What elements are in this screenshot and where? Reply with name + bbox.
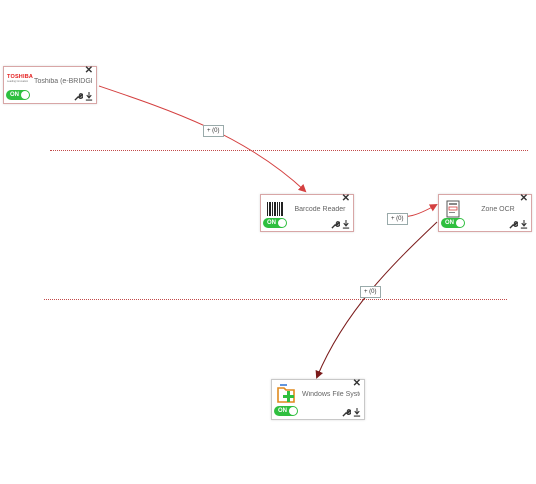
wrench-icon[interactable]: [342, 408, 351, 417]
edge-label-zone-windows[interactable]: + (0): [360, 286, 381, 298]
node-windows-file-system[interactable]: Windows File System ✕ ON: [271, 379, 365, 420]
toshiba-logo-text: TOSHIBA: [7, 74, 34, 80]
download-icon[interactable]: [342, 220, 350, 229]
stage-divider-2: [44, 299, 507, 300]
wrench-icon[interactable]: [509, 220, 518, 229]
on-toggle[interactable]: ON: [274, 406, 298, 416]
on-toggle[interactable]: ON: [263, 218, 287, 228]
node-toshiba-ebridge[interactable]: TOSHIBA Leading Innovation Toshiba (e-BR…: [3, 66, 97, 104]
download-icon[interactable]: [85, 92, 93, 101]
edge-label-source-barcode[interactable]: + (0): [203, 125, 224, 137]
toggle-label: ON: [10, 92, 19, 98]
download-icon[interactable]: [520, 220, 528, 229]
wrench-icon[interactable]: [331, 220, 340, 229]
edge-label-barcode-zone[interactable]: + (0): [387, 213, 408, 225]
wrench-icon[interactable]: [74, 92, 83, 101]
on-toggle[interactable]: ON: [441, 218, 465, 228]
toshiba-logo-subtext: Leading Innovation: [7, 80, 29, 83]
close-icon[interactable]: ✕: [84, 65, 93, 76]
stage-divider-1: [50, 150, 528, 151]
zone-ocr-icon: [446, 200, 460, 218]
on-toggle[interactable]: ON: [6, 90, 30, 100]
close-icon[interactable]: ✕: [352, 378, 361, 389]
close-icon[interactable]: ✕: [341, 193, 350, 204]
toggle-label: ON: [445, 220, 454, 226]
node-zone-ocr[interactable]: Zone OCR ✕ ON: [438, 194, 532, 232]
toshiba-logo: TOSHIBA Leading Innovation: [7, 74, 34, 92]
close-icon[interactable]: ✕: [519, 193, 528, 204]
toggle-label: ON: [267, 220, 276, 226]
node-label: Barcode Reader: [294, 206, 346, 213]
edge-source-barcode[interactable]: [98, 85, 307, 193]
download-icon[interactable]: [353, 408, 361, 417]
windows-file-system-icon: [277, 384, 295, 403]
node-barcode-reader[interactable]: Barcode Reader ✕ ON: [260, 194, 354, 232]
node-label: Zone OCR: [481, 206, 515, 213]
node-label: Toshiba (e-BRIDGE): [34, 78, 92, 85]
toggle-label: ON: [278, 408, 287, 414]
node-label: Windows File System: [302, 391, 360, 398]
barcode-icon: [267, 202, 283, 216]
